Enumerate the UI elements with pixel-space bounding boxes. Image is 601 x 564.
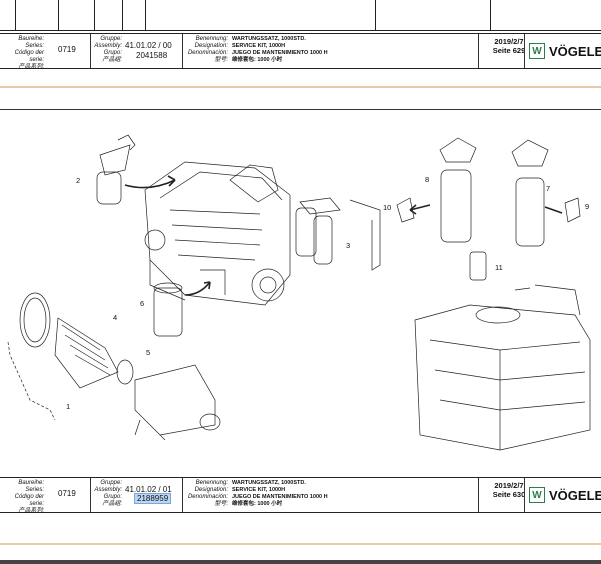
bottom-edge <box>0 560 601 564</box>
callout-9: 9 <box>585 202 590 211</box>
callout-10: 10 <box>383 203 392 212</box>
callout-5: 5 <box>146 348 151 357</box>
assembly-value: 41.01.02 / 01 <box>125 485 172 494</box>
part-2-fuel-filter <box>96 134 136 205</box>
callout-4: 4 <box>113 313 118 322</box>
part-3-filter-pair <box>295 197 381 271</box>
page-number: Seite 629 <box>492 46 526 55</box>
series-labels: Baureihe:Series: Código der serie:产品系列: <box>14 480 44 514</box>
group-labels: Gruppe:Assembly: Grupo:产品组: <box>94 480 122 507</box>
part-7-filter <box>511 139 549 247</box>
callout-3: 3 <box>346 241 351 250</box>
desc-labels: Benennung:Designation: Denominación:型号: <box>187 36 228 63</box>
page-header-629: Baureihe:Series: Código der serie:产品系列: … <box>0 33 601 70</box>
brand-icon: W <box>529 43 545 59</box>
drawing-frame-top <box>0 109 601 110</box>
brand-name: VÖGELE <box>549 43 601 59</box>
callout-8: 8 <box>425 175 430 184</box>
part-10-bracket <box>396 197 415 223</box>
assembly-value: 41.01.02 / 00 <box>125 41 172 50</box>
desc-labels: Benennung:Designation: Denominación:型号: <box>187 480 228 507</box>
brand-name: VÖGELE <box>549 487 601 503</box>
part-9-bracket <box>564 197 581 223</box>
vogele-logo: W VÖGELE <box>529 487 601 503</box>
part-8-filter <box>439 137 477 243</box>
page-date: 2019/2/7 <box>494 481 524 490</box>
group-labels: Gruppe:Assembly: Grupo:产品组: <box>94 36 122 63</box>
page-header-630: Baureihe:Series: Código der serie:产品系列: … <box>0 477 601 514</box>
callout-7: 7 <box>546 184 551 193</box>
top-table-remnant <box>0 0 601 31</box>
designation: WARTUNGSSATZ, 1000STD.SERVICE KIT, 1000H… <box>232 480 328 507</box>
machine-frame <box>414 284 591 451</box>
callout-1: 1 <box>66 402 71 411</box>
designation: WARTUNGSSATZ, 1000STD.SERVICE KIT, 1000H… <box>232 36 328 63</box>
series-value: 0719 <box>58 489 76 498</box>
series-labels: Baureihe:Series: Código der serie:产品系列: <box>14 36 44 70</box>
page-divider-band <box>0 86 601 88</box>
arrow-6 <box>184 281 211 296</box>
part-4-air-filter <box>19 292 134 389</box>
part-1-air-filter-housing <box>7 341 221 441</box>
page-date: 2019/2/7 <box>494 37 524 46</box>
part-11-breather <box>469 251 487 281</box>
page-number: Seite 630 <box>492 490 526 499</box>
vogele-logo: W VÖGELE <box>529 43 601 59</box>
arrow-2 <box>124 179 176 189</box>
callout-2: 2 <box>76 176 81 185</box>
callout-6: 6 <box>140 299 145 308</box>
exploded-parts-drawing <box>7 134 591 451</box>
brand-icon: W <box>529 487 545 503</box>
part-6-oil-filter <box>153 287 183 337</box>
callout-11: 11 <box>495 263 503 272</box>
page-divider-band-bottom <box>0 543 601 545</box>
grupo-value: 2041588 <box>136 51 168 60</box>
grupo-value-selected[interactable]: 2188959 <box>134 493 172 504</box>
engine-illustration <box>144 161 291 306</box>
series-value: 0719 <box>58 45 76 54</box>
